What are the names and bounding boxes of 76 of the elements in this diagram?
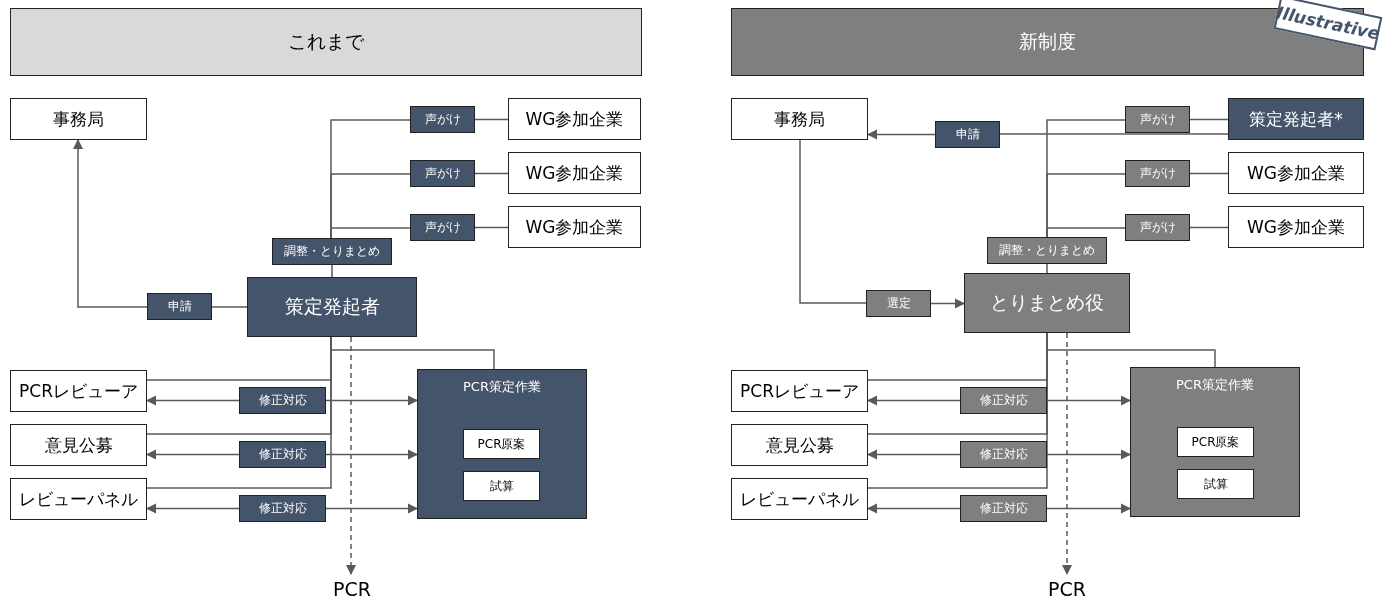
connector-line: [799, 139, 867, 304]
connector-line: [474, 118, 509, 121]
output-box: 試算: [1177, 469, 1254, 499]
action-tag: 修正対応: [239, 387, 326, 414]
action-tag: 修正対応: [239, 495, 326, 522]
action-tag: 声がけ: [1125, 106, 1190, 133]
action-tag: 調整・とりまとめ: [272, 238, 392, 265]
panel-title: PCR策定作業: [462, 378, 542, 396]
action-tag: 申請: [147, 293, 212, 320]
actor-box: 策定発起者: [247, 277, 417, 337]
work-panel: [1130, 367, 1300, 517]
arrow: [1046, 503, 1132, 514]
arrow: [866, 449, 961, 460]
action-tag: 修正対応: [239, 441, 326, 468]
arrow: [325, 503, 419, 514]
action-tag: 調整・とりまとめ: [987, 237, 1107, 264]
action-tag: 声がけ: [1125, 160, 1190, 187]
entity-box: WG参加企業: [508, 206, 641, 248]
arrow: [930, 298, 966, 309]
entity-box: WG参加企業: [508, 98, 641, 140]
arrow: [325, 395, 419, 406]
connector-line: [331, 264, 333, 278]
connector-line: [1046, 227, 1126, 238]
entity-box: WG参加企業: [1228, 206, 1364, 248]
arrow: [145, 449, 240, 460]
action-tag: 修正対応: [960, 441, 1047, 468]
panel-title: PCR策定作業: [1175, 376, 1255, 394]
arrow: [145, 503, 240, 514]
action-tag: 声がけ: [410, 214, 475, 241]
arrow: [325, 449, 419, 460]
entity-box: PCRレビューア: [731, 370, 868, 412]
entity-box: WG参加企業: [508, 152, 641, 194]
arrow: [1046, 395, 1132, 406]
action-tag: 声がけ: [410, 106, 475, 133]
arrow: [1061, 332, 1073, 576]
connector-line: [1046, 263, 1048, 274]
output-box: PCR原案: [1177, 427, 1254, 457]
action-tag: 申請: [935, 121, 1000, 148]
action-tag: 修正対応: [960, 387, 1047, 414]
arrow: [72, 138, 148, 308]
connector-line: [474, 172, 509, 175]
connector-line: [999, 133, 1229, 135]
action-tag: 声がけ: [1125, 214, 1190, 241]
connector-line: [330, 336, 495, 370]
entity-box: WG参加企業: [1228, 152, 1364, 194]
entity-box: PCRレビューア: [10, 370, 147, 412]
action-tag: 修正対応: [960, 495, 1047, 522]
connector-line: [1189, 118, 1229, 121]
arrow: [345, 336, 357, 576]
action-tag: 選定: [866, 290, 931, 317]
entity-box: 意見公募: [10, 424, 147, 466]
entity-box: レビューパネル: [10, 478, 147, 520]
entity-box: レビューパネル: [731, 478, 868, 520]
arrow: [866, 129, 936, 140]
arrow: [866, 503, 961, 514]
work-panel: [417, 369, 587, 519]
connector-line: [1189, 226, 1229, 229]
connector-line: [211, 306, 248, 308]
output-text: PCR: [1037, 574, 1097, 604]
output-box: PCR原案: [463, 429, 540, 459]
section-header: これまで: [10, 8, 642, 76]
arrow: [1046, 449, 1132, 460]
action-tag: 声がけ: [410, 160, 475, 187]
actor-box: 策定発起者*: [1228, 98, 1364, 140]
arrow: [866, 395, 961, 406]
actor-box: とりまとめ役: [964, 273, 1130, 333]
connector-line: [330, 227, 411, 239]
connector-line: [1189, 172, 1229, 175]
entity-box: 意見公募: [731, 424, 868, 466]
entity-box: 事務局: [731, 98, 868, 140]
arrow: [145, 395, 240, 406]
connector-line: [1046, 332, 1216, 368]
connector-line: [474, 226, 509, 229]
output-text: PCR: [322, 574, 382, 604]
output-box: 試算: [463, 471, 540, 501]
entity-box: 事務局: [10, 98, 147, 140]
